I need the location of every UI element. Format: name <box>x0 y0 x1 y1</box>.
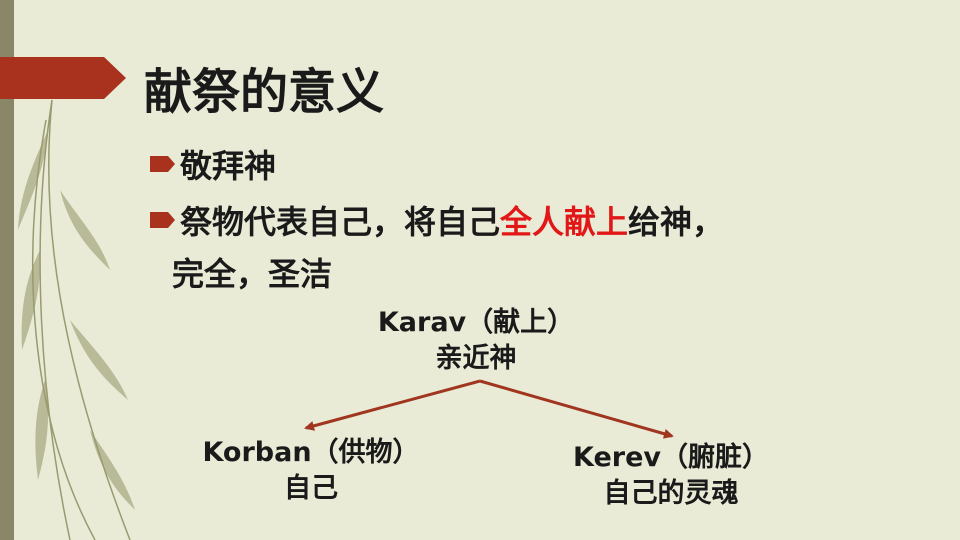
bullet-continuation: 完全，圣洁 <box>172 255 333 293</box>
diagram-node-karav: Karav（献上） 亲近神 <box>366 305 586 377</box>
bullet-arrow-icon <box>150 212 175 228</box>
diagram-node-kerev: Kerev（腑脏） 自己的灵魂 <box>556 440 786 512</box>
node-kerev-meaning: 自己的灵魂 <box>603 478 739 509</box>
arrow-to-korban <box>304 379 481 431</box>
node-karav-meaning: 亲近神 <box>435 343 517 374</box>
diagram-node-korban: Korban（供物） 自己 <box>186 435 436 507</box>
left-side-bar <box>0 0 14 540</box>
node-karav-name: Karav（献上） <box>377 307 575 338</box>
bullet-arrow-icon <box>150 156 175 172</box>
bullet-text-before: 祭物代表自己，将自己 <box>180 203 501 241</box>
bullet-highlight-text: 全人献上 <box>500 203 629 241</box>
node-korban-name: Korban（供物） <box>202 437 420 468</box>
bullet-text-after: 给神， <box>628 203 725 241</box>
arrow-to-kerev <box>479 379 674 439</box>
slide-title: 献祭的意义 <box>144 64 385 120</box>
bullet-text: 敬拜神 <box>180 147 277 185</box>
title-arrow-shape <box>0 57 126 99</box>
bullet-item-worship: 敬拜神 <box>150 140 276 192</box>
bullet-item-offering-meaning: 祭物代表自己，将自己全人献上给神， 完全，圣洁 <box>150 196 870 300</box>
node-kerev-name: Kerev（腑脏） <box>573 442 769 473</box>
node-korban-meaning: 自己 <box>284 473 338 504</box>
leaf-decoration <box>18 100 135 540</box>
